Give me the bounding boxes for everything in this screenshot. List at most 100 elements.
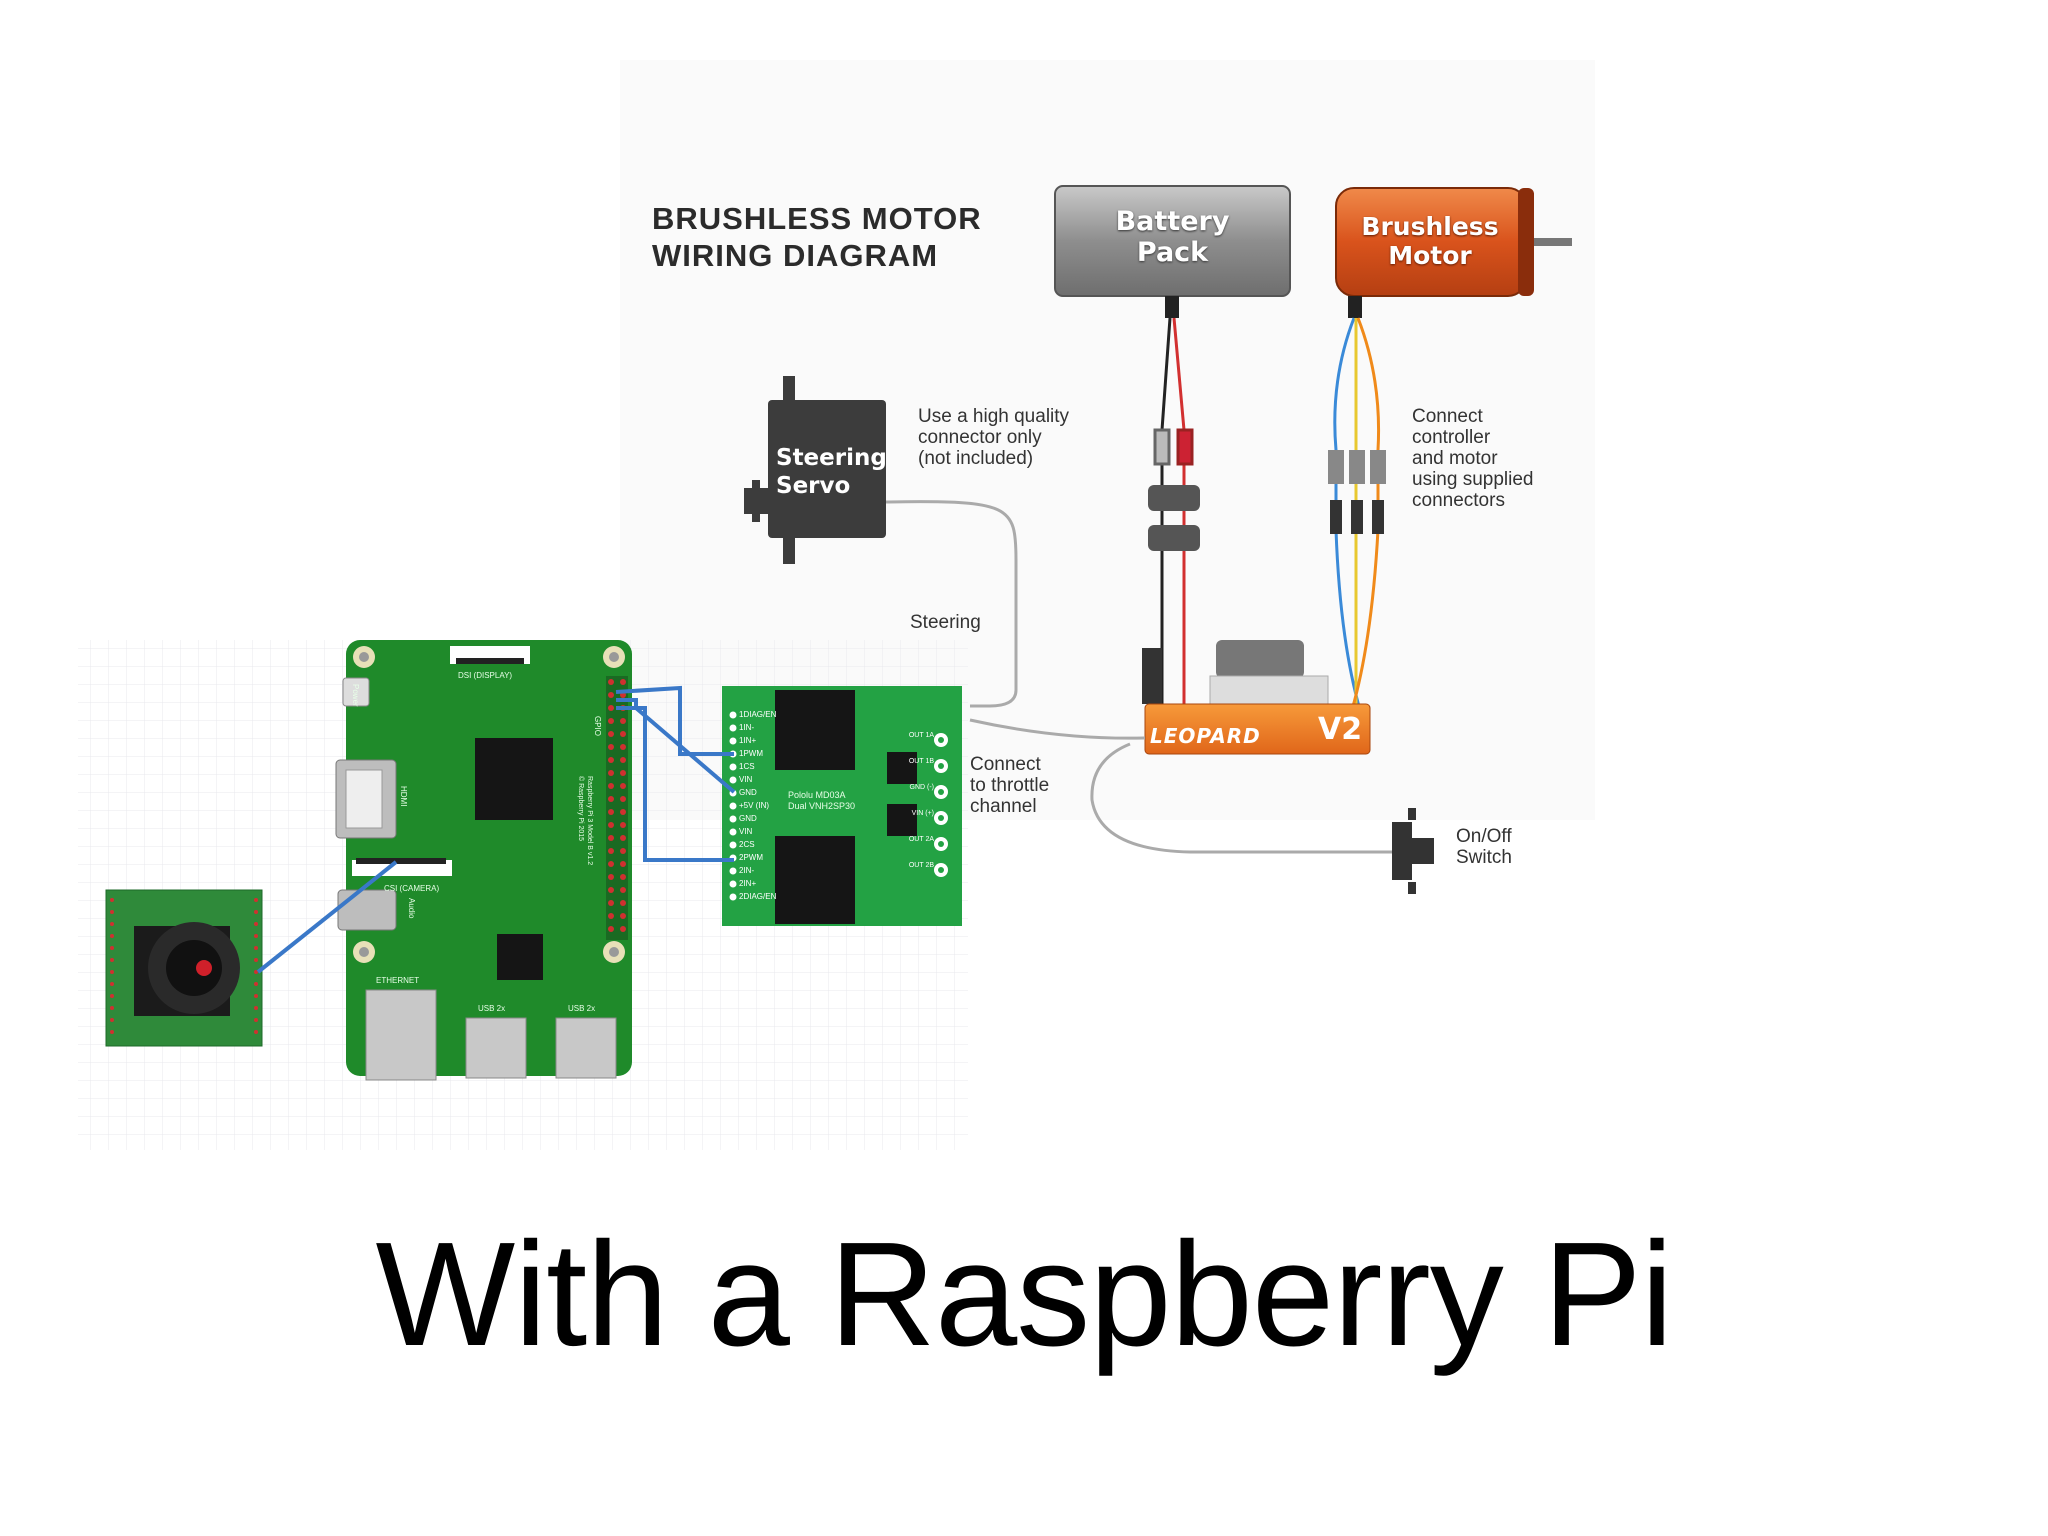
driver-output-label: OUT 2B: [908, 862, 934, 869]
driver-pin-label: 1IN-: [739, 723, 755, 732]
driver-pin-pad: [729, 867, 737, 875]
driver-pin-label: 2CS: [739, 840, 755, 849]
gpio-pin: [620, 822, 626, 828]
gpio-pin: [620, 731, 626, 737]
gpio-pin: [620, 809, 626, 815]
camera-pad: [110, 994, 114, 998]
driver-output-terminal-hole: [938, 763, 944, 769]
gpio-pin: [608, 718, 614, 724]
driver-output-label: VIN (+): [911, 810, 934, 817]
raspberry-pi-board: [335, 640, 632, 1081]
camera-pad: [254, 1006, 258, 1010]
driver-pin-pad: [729, 815, 737, 823]
camera-pad: [254, 946, 258, 950]
driver-pin-label: 2IN-: [739, 866, 755, 875]
camera-pad: [110, 1018, 114, 1022]
switch-note: On/Off Switch: [1456, 826, 1512, 868]
gpio-pin: [608, 783, 614, 789]
camera-pad: [110, 898, 114, 902]
driver-output-terminal-hole: [938, 789, 944, 795]
gpio-pin: [620, 679, 626, 685]
motor-wires: [1328, 317, 1386, 711]
camera-pads: [110, 898, 258, 1034]
driver-board-label: Pololu MD03A Dual VNH2SP30: [788, 790, 856, 811]
camera-pad: [254, 970, 258, 974]
camera-pad: [110, 958, 114, 962]
switch-cable: [1090, 742, 1392, 854]
gpio-pin: [620, 913, 626, 919]
driver-pin-pad: [729, 724, 737, 732]
camera-pad: [254, 910, 258, 914]
pi-hdmi-label: HDMI: [399, 786, 408, 807]
driver-output-terminal-hole: [938, 841, 944, 847]
driver-pin-label: 2PWM: [739, 853, 763, 862]
driver-output-label: GND (-): [909, 784, 935, 791]
brushless-motor: [1335, 187, 1572, 318]
gpio-pin: [608, 874, 614, 880]
driver-pin-label: GND: [739, 814, 757, 823]
camera-pad: [110, 946, 114, 950]
gpio-pin: [608, 679, 614, 685]
controller-motor-note: Connect controller and motor using suppl…: [1412, 406, 1534, 511]
gpio-pin: [620, 874, 626, 880]
camera-pad: [254, 982, 258, 986]
gpio-pin: [620, 744, 626, 750]
gpio-pin: [608, 926, 614, 932]
gpio-pin: [608, 796, 614, 802]
steering-cable: [885, 500, 1018, 708]
gpio-pin: [608, 744, 614, 750]
gpio-pin: [608, 887, 614, 893]
pi-dsi-label: DSI (DISPLAY): [458, 671, 513, 680]
driver-output-terminal-hole: [938, 815, 944, 821]
throttle-cable: [969, 718, 1146, 740]
throttle-note: Connect to throttle channel: [970, 754, 1050, 817]
steering-servo: [744, 376, 886, 564]
gpio-pin: [620, 770, 626, 776]
driver-pin-label: VIN: [739, 827, 753, 836]
camera-pad: [110, 910, 114, 914]
gpio-pin: [608, 835, 614, 841]
gpio-pin: [608, 822, 614, 828]
driver-pin-label: 1PWM: [739, 749, 763, 758]
camera-pad: [254, 934, 258, 938]
driver-pin-label: VIN: [739, 775, 753, 784]
driver-pin-pad: [729, 880, 737, 888]
camera-pad: [254, 958, 258, 962]
gpio-pin: [620, 926, 626, 932]
battery-label: Battery Pack: [1115, 206, 1230, 268]
gpio-pin: [608, 692, 614, 698]
camera-module: [105, 889, 263, 1047]
motor-driver-board: [722, 686, 962, 926]
slide-caption: With a Raspberry Pi: [375, 1212, 1674, 1377]
driver-output-label: OUT 1B: [908, 758, 934, 765]
driver-pin-label: 2DIAG/EN: [739, 892, 777, 901]
on-off-switch: [1392, 808, 1434, 894]
camera-pad: [254, 922, 258, 926]
pi-model-label: Raspberry Pi 3 Model B v1.2 © Raspberry …: [577, 776, 593, 866]
pi-csi-label: CSI (CAMERA): [384, 884, 440, 893]
camera-pad: [110, 922, 114, 926]
esc-brand-label: LEOPARD: [1150, 724, 1261, 748]
pi-usb-left-label: USB 2x: [478, 1004, 506, 1013]
driver-pin-pad: [729, 776, 737, 784]
driver-pin-label: GND: [739, 788, 757, 797]
driver-output-terminal-hole: [938, 737, 944, 743]
esc-version-label: V2: [1318, 712, 1363, 747]
driver-output-label: OUT 2A: [908, 836, 934, 843]
camera-pad: [110, 1030, 114, 1034]
driver-output-label: OUT 1A: [908, 732, 934, 739]
driver-pin-pad: [729, 841, 737, 849]
pi-power-label: Power: [351, 684, 360, 707]
gpio-pin: [620, 757, 626, 763]
gpio-jumper-wires: [615, 685, 736, 862]
driver-output-terminal-hole: [938, 867, 944, 873]
gpio-pin: [608, 913, 614, 919]
pi-ethernet-label: ETHERNET: [376, 976, 420, 985]
gpio-pin: [608, 705, 614, 711]
steering-note: Steering: [910, 612, 981, 633]
esc-controller: [1142, 640, 1371, 755]
driver-pin-label: 1DIAG/EN: [739, 710, 777, 719]
camera-pad: [254, 1018, 258, 1022]
gpio-pin: [620, 887, 626, 893]
